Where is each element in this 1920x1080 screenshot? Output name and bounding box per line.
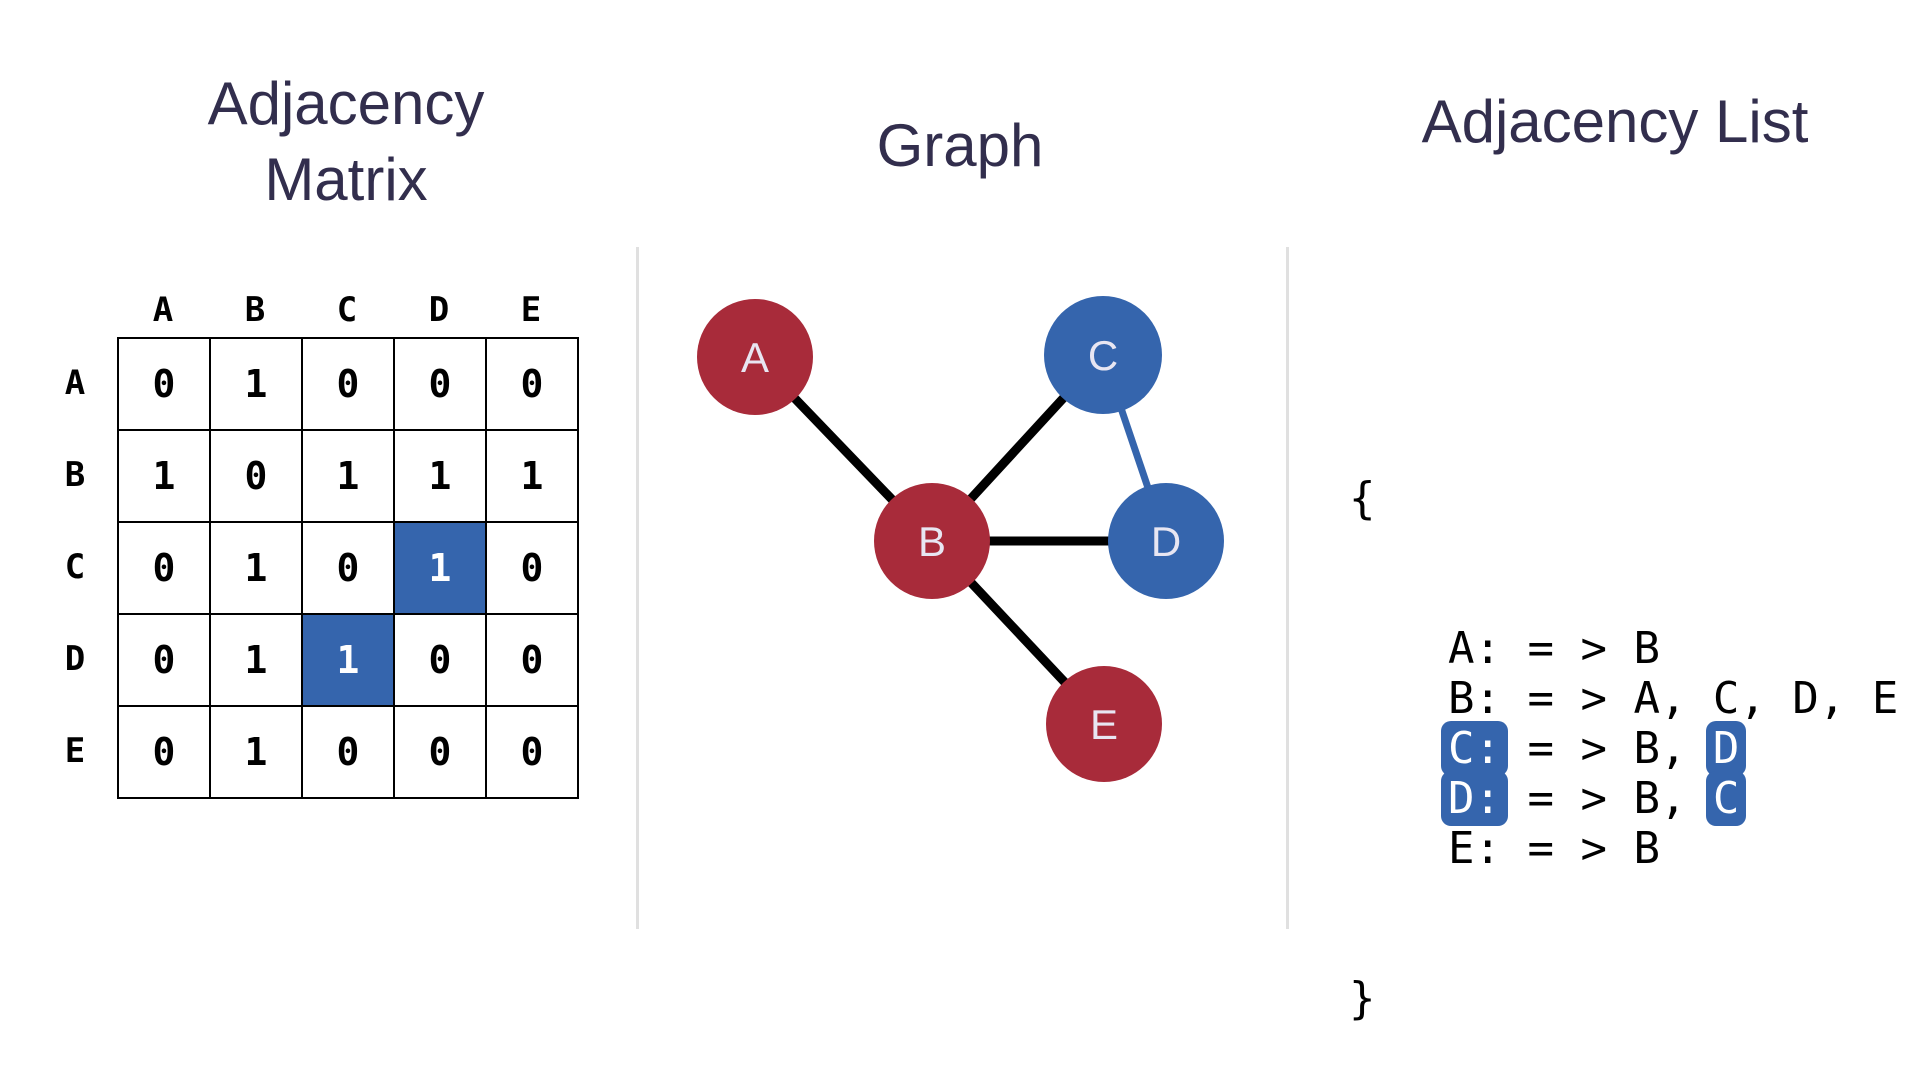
open-brace: { (1349, 473, 1376, 524)
matrix-row-header-E: E (64, 731, 86, 771)
graph-node-C: C (1044, 296, 1162, 414)
matrix-cell-AE: 0 (486, 338, 578, 430)
list-entry-key: D: (1441, 771, 1508, 826)
list-neighbor-B: B (1633, 773, 1660, 824)
list-neighbor-D: D (1792, 673, 1819, 724)
matrix-cell-DD: 0 (394, 614, 486, 706)
matrix-row-headers: A B C D E (48, 337, 102, 797)
matrix-cell-CA: 0 (118, 522, 210, 614)
matrix-row-header-A: A (64, 363, 86, 403)
matrix-row-header-D: D (64, 639, 86, 679)
matrix-cell-EC: 0 (302, 706, 394, 798)
matrix-cell-EE: 0 (486, 706, 578, 798)
divider-right (1286, 247, 1289, 929)
matrix-col-header-D: D (428, 290, 450, 330)
matrix-cell-CD: 1 (394, 522, 486, 614)
list-panel-title: Adjacency List (1421, 88, 1809, 155)
matrix-cell-BA: 1 (118, 430, 210, 522)
graph-panel-title: Graph (876, 112, 1044, 179)
matrix-row-header-C: C (64, 547, 86, 587)
list-entry-key: A: (1448, 623, 1501, 674)
list-entry-E: E: = > B (1448, 823, 1660, 874)
graph-node-circle-C (1044, 296, 1162, 414)
list-entry-C: C: = > B, D (1349, 721, 1898, 776)
list-entry-key: B: (1448, 673, 1501, 724)
graph-node-D: D (1108, 483, 1224, 599)
matrix-cell-DE: 0 (486, 614, 578, 706)
matrix-column-headers: A B C D E (117, 283, 577, 327)
graph-node-circle-A (697, 299, 813, 415)
matrix-cell-AD: 0 (394, 338, 486, 430)
graph-node-label-A: A (741, 334, 769, 381)
list-entry-B: B: = > A, C, D, E (1448, 673, 1899, 724)
matrix-cell-BC: 1 (302, 430, 394, 522)
list-entry-A: A: = > B (1448, 623, 1660, 674)
graph-node-E: E (1046, 666, 1162, 782)
matrix-col-header-E: E (520, 290, 542, 330)
graph-node-label-C: C (1088, 332, 1118, 379)
list-neighbor-B: B (1633, 823, 1660, 874)
matrix-cell-AA: 0 (118, 338, 210, 430)
graph-node-A: A (697, 299, 813, 415)
matrix-cell-CB: 1 (210, 522, 302, 614)
matrix-cell-AB: 1 (210, 338, 302, 430)
matrix-cell-DB: 1 (210, 614, 302, 706)
graph-node-circle-D (1108, 483, 1224, 599)
list-neighbor-B: B (1633, 623, 1660, 674)
list-neighbor-C: C (1712, 673, 1740, 724)
list-entry-D: D: = > B, C (1349, 771, 1898, 826)
matrix-col-header-B: B (244, 290, 266, 330)
matrix-col-header-A: A (152, 290, 174, 330)
list-neighbor-D: D (1705, 721, 1747, 776)
matrix-cell-EB: 1 (210, 706, 302, 798)
graph-node-label-B: B (918, 518, 946, 565)
list-neighbor-A: A (1633, 673, 1660, 724)
matrix-cell-CC: 0 (302, 522, 394, 614)
matrix-cell-BB: 0 (210, 430, 302, 522)
matrix-col-header-C: C (336, 290, 358, 330)
divider-left (636, 247, 639, 929)
graph-node-label-E: E (1090, 701, 1118, 748)
list-entry-key: C: (1441, 721, 1508, 776)
matrix-cell-DC: 1 (302, 614, 394, 706)
graph-node-label-D: D (1151, 518, 1181, 565)
graph-node-B: B (874, 483, 990, 599)
matrix-cell-EA: 0 (118, 706, 210, 798)
matrix-cell-AC: 0 (302, 338, 394, 430)
list-neighbor-C: C (1705, 771, 1747, 826)
list-neighbor-E: E (1871, 673, 1899, 724)
graph-node-circle-E (1046, 666, 1162, 782)
close-brace: } (1349, 973, 1376, 1024)
matrix-cell-DA: 0 (118, 614, 210, 706)
matrix-row-header-B: B (64, 455, 86, 495)
matrix-cell-CE: 0 (486, 522, 578, 614)
matrix-cell-ED: 0 (394, 706, 486, 798)
matrix-cell-BE: 1 (486, 430, 578, 522)
matrix-cell-BD: 1 (394, 430, 486, 522)
graph-node-circle-B (874, 483, 990, 599)
list-entry-key: E: (1448, 823, 1501, 874)
matrix-panel-title: Adjacency Matrix (207, 70, 485, 213)
list-neighbor-B: B (1633, 723, 1660, 774)
